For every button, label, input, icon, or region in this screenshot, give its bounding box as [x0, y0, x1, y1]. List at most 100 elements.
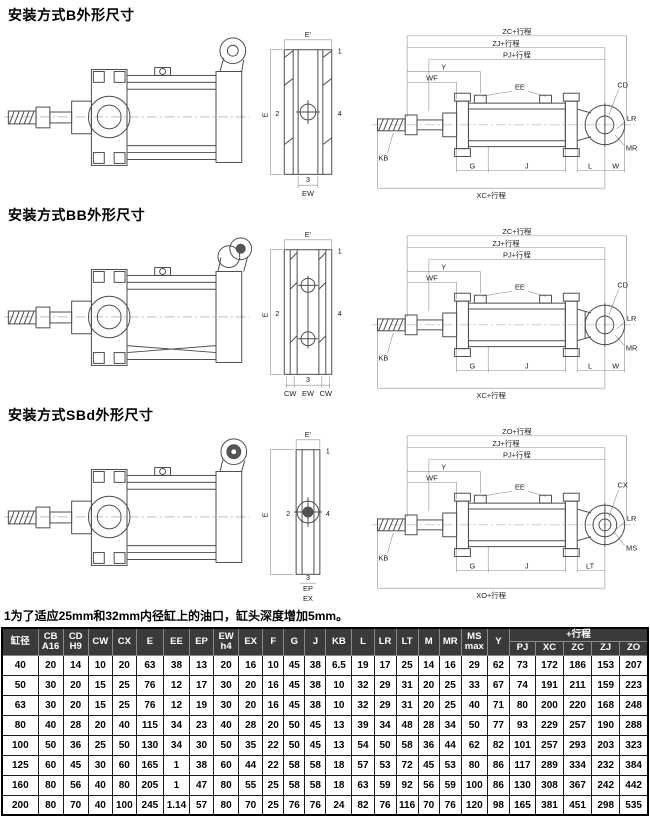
dim-label-e-prime: E' [305, 230, 312, 239]
dim-label-lt: LT [586, 561, 595, 570]
dim-label-xc: XC+行程 [476, 190, 506, 200]
dim-value: 10 [262, 654, 285, 676]
dim-value: 38 [304, 654, 327, 676]
dim-label-ew: EW [302, 389, 314, 398]
dim-label-ep: EP [303, 584, 313, 593]
clevis-section [283, 249, 333, 375]
dim-value: 50 [460, 714, 488, 736]
dim-value: 40 [213, 714, 240, 736]
dim-value: 76 [304, 794, 327, 816]
dim-value: 100 [460, 774, 488, 796]
dim-value: 15 [87, 674, 113, 696]
dim-value: 30 [188, 734, 215, 756]
dim-value: 44 [238, 754, 264, 776]
drawing-b-end-view: E' E 1 2 4 3 EW [260, 30, 342, 198]
dim-value: 80 [213, 774, 240, 796]
dim-value: 80 [460, 754, 488, 776]
dim-value: 16 [438, 654, 462, 676]
dim-label-cd: CD [617, 80, 628, 89]
dim-value: 116 [395, 794, 419, 816]
dim-value: 47 [188, 774, 215, 796]
dim-label-ew: EW [302, 189, 314, 198]
dim-value: 45 [304, 734, 327, 756]
col-header-stroke-0: PJ [508, 641, 536, 656]
dim-value: 76 [135, 674, 164, 696]
col-header-1: CB A16 [37, 627, 64, 656]
dim-value: 19 [351, 654, 375, 676]
col-header-9: EX [238, 627, 264, 656]
dim-value: 31 [395, 674, 419, 696]
col-header-7: EP [188, 627, 215, 656]
dim-label-zc: ZC+行程 [502, 226, 532, 236]
dim-value: 76 [135, 694, 164, 716]
dim-value: 48 [395, 714, 419, 736]
dim-value: 20 [417, 674, 440, 696]
dim-value: 535 [619, 794, 649, 816]
dim-value: 50 [111, 734, 137, 756]
dim-value: 248 [619, 694, 649, 716]
dim-label-cw-right: CW [320, 389, 332, 398]
col-header-14: L [351, 627, 375, 656]
dim-label-g: G [470, 361, 476, 370]
dim-label-e-prime: E' [305, 430, 312, 439]
figures-row-bb: E' E 1 2 4 3 CW EW CW [0, 226, 650, 402]
dim-label-pj: PJ+行程 [503, 250, 531, 260]
dim-value: 70 [417, 794, 440, 816]
dim-label-lr: LR [627, 314, 636, 323]
dim-value: 1 [162, 754, 191, 776]
dim-label-lr: LR [627, 514, 636, 523]
dimension-lines [377, 435, 627, 589]
dim-value: 45 [283, 674, 306, 696]
dim-value: 80 [37, 774, 64, 796]
dim-value: 14 [62, 654, 89, 676]
drawing-bb-side-view: ZC+行程 ZJ+行程 PJ+行程 Y WF EE CD LR MR KB G … [371, 226, 639, 400]
dim-value: 191 [534, 674, 565, 696]
dim-label-g: G [470, 161, 476, 170]
port-number-1: 1 [338, 247, 342, 256]
dim-value: 58 [395, 734, 419, 756]
dim-value: 60 [111, 754, 137, 776]
port-number-1: 1 [338, 47, 342, 56]
dim-value: 20 [62, 694, 89, 716]
col-header-0: 缸径 [1, 627, 39, 656]
col-header-20: Y [486, 627, 510, 656]
dim-value: 293 [563, 734, 593, 756]
dim-label-cd: CD [617, 280, 628, 289]
dim-label-ms: MS [626, 544, 637, 553]
dim-value: 101 [508, 734, 536, 756]
dim-label-wf: WF [426, 273, 438, 282]
col-header-4: CX [111, 627, 137, 656]
section-mount-bb: 安装方式BB外形尺寸 [0, 205, 650, 402]
dim-value: 20 [417, 694, 440, 716]
dim-label-zc: ZC+行程 [502, 26, 532, 36]
dim-value: 242 [591, 774, 621, 796]
dim-value: 40 [87, 794, 113, 816]
dim-value: 22 [262, 754, 285, 776]
dim-label-l: L [588, 361, 592, 370]
col-header-11: G [283, 627, 306, 656]
dim-value: 76 [283, 794, 306, 816]
dim-value: 50 [373, 734, 397, 756]
col-header-stroke-3: ZJ [591, 641, 621, 656]
dim-value: 1.14 [162, 794, 191, 816]
dim-label-j: J [525, 161, 529, 170]
dim-label-pj: PJ+行程 [503, 50, 531, 60]
dim-value: 80 [37, 794, 64, 816]
section-title-bb: 安装方式BB外形尺寸 [8, 207, 146, 223]
dim-value: 40 [37, 714, 64, 736]
dimension-lines [270, 439, 321, 584]
dim-value: 54 [351, 734, 375, 756]
dim-value: 334 [563, 754, 593, 776]
bore-value: 125 [1, 754, 39, 776]
col-header-3: CW [87, 627, 113, 656]
drawing-sbd-front-view [4, 438, 250, 566]
dim-value: 159 [591, 674, 621, 696]
dim-label-l: L [588, 161, 592, 170]
dim-label-kb: KB [378, 353, 388, 362]
dim-value: 30 [213, 674, 240, 696]
